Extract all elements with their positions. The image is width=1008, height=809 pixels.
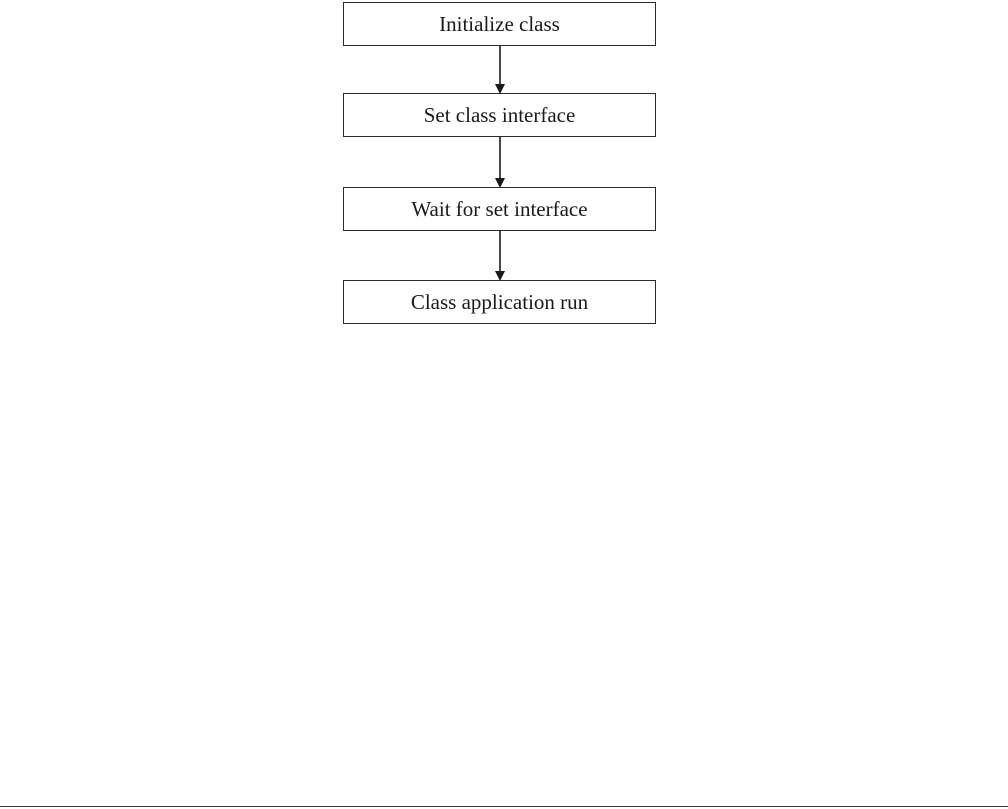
step-set-class-interface: Set class interface	[343, 93, 656, 137]
bottom-divider	[0, 806, 1008, 807]
step-label: Wait for set interface	[411, 196, 588, 221]
step-class-application-run: Class application run	[343, 280, 656, 324]
step-initialize-class: Initialize class	[343, 2, 656, 46]
step-label: Class application run	[410, 289, 589, 314]
step-label: Initialize class	[439, 11, 560, 36]
step-wait-for-set-interface: Wait for set interface	[343, 187, 656, 231]
step-label: Set class interface	[423, 102, 576, 127]
